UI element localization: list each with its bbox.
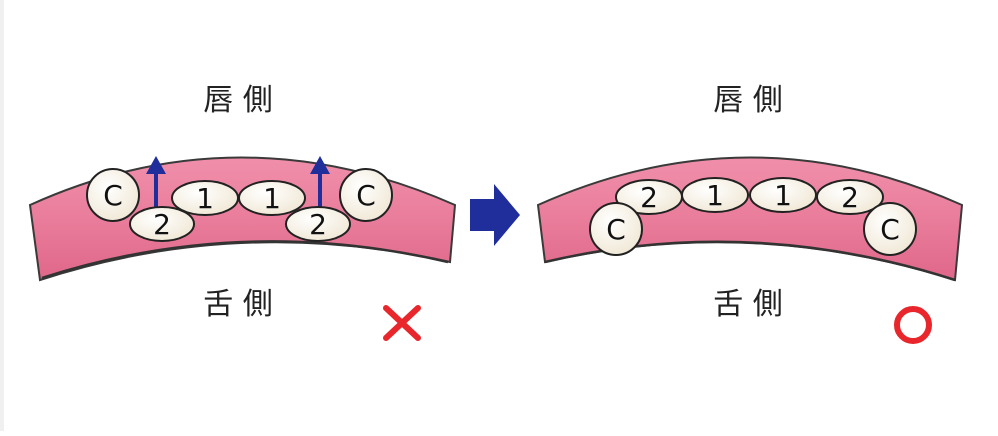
svg-text:C: C (356, 179, 376, 212)
svg-text:2: 2 (640, 181, 658, 214)
right-tooth-central-right: 1 (749, 177, 817, 213)
right-tooth-lateral-right: 2 (816, 179, 884, 215)
left-up-arrow-1 (146, 156, 166, 212)
left-tooth-canine-right: C (339, 168, 393, 222)
left-label-labial: 唇 側 (203, 83, 273, 118)
left-tooth-central-left: 1 (171, 180, 239, 216)
right-label-lingual: 舌 側 (713, 287, 783, 322)
left-tooth-lateral-right: 2 (285, 206, 351, 242)
svg-text:C: C (606, 213, 626, 246)
cross-mark-icon (383, 305, 421, 341)
left-panel: 唇 側 C 2 1 (28, 83, 457, 341)
scan-edge (0, 0, 4, 431)
svg-text:1: 1 (196, 182, 214, 215)
svg-text:1: 1 (706, 179, 724, 212)
right-panel: 唇 側 2 1 1 2 C (536, 83, 964, 344)
svg-text:2: 2 (309, 208, 327, 241)
left-dental-arch (28, 156, 457, 282)
svg-text:2: 2 (153, 208, 171, 241)
left-label-lingual: 舌 側 (203, 287, 273, 322)
right-tooth-canine-left: C (589, 202, 643, 256)
svg-text:2: 2 (841, 181, 859, 214)
svg-text:1: 1 (263, 182, 281, 215)
svg-text:C: C (880, 213, 900, 246)
left-tooth-central-right: 1 (238, 180, 306, 216)
left-arch-lower-edge (41, 240, 449, 280)
left-tooth-canine-left: C (86, 168, 140, 222)
circle-mark-icon (894, 306, 932, 344)
right-arrow-icon (470, 184, 520, 246)
right-arch-lower-edge (544, 240, 956, 282)
svg-text:1: 1 (774, 179, 792, 212)
left-tooth-lateral-left: 2 (129, 206, 195, 242)
right-tooth-canine-right: C (863, 202, 917, 256)
right-tooth-central-left: 1 (681, 177, 749, 213)
left-up-arrow-2 (310, 156, 330, 212)
right-label-labial: 唇 側 (713, 83, 783, 118)
svg-text:C: C (103, 179, 123, 212)
